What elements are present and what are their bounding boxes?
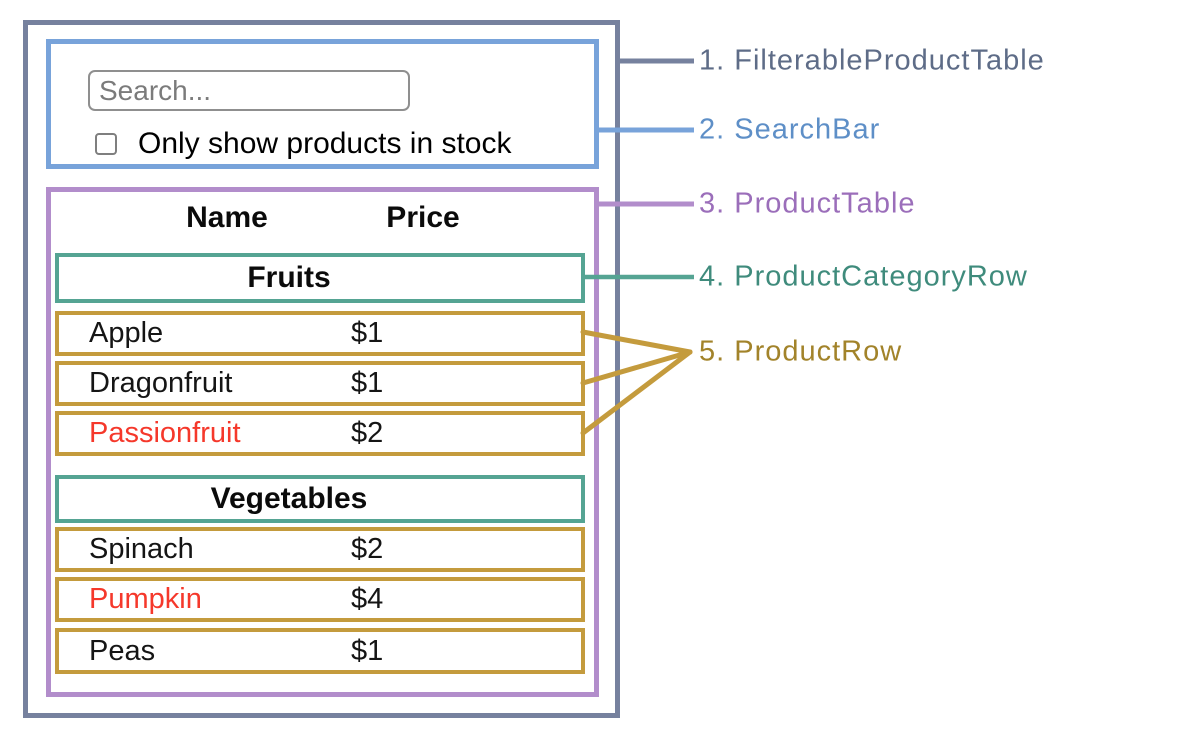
label-product-category-row: 4. ProductCategoryRow (699, 260, 1028, 293)
product-name: Apple (89, 317, 164, 349)
product-row-peas: Peas $1 (55, 628, 585, 674)
in-stock-checkbox[interactable] (95, 133, 117, 155)
label-product-table: 3. ProductTable (699, 187, 916, 220)
product-price: $1 (351, 367, 384, 399)
product-name: Spinach (89, 533, 194, 565)
product-row-pumpkin: Pumpkin $4 (55, 577, 585, 622)
column-header-name: Name (186, 201, 268, 234)
filterable-product-table-box: Only show products in stock Name Price F… (23, 20, 620, 718)
product-price: $2 (351, 417, 384, 449)
product-price: $2 (351, 533, 384, 565)
category-row-fruits: Fruits (55, 253, 585, 303)
product-name: Passionfruit (89, 417, 241, 449)
category-label: Vegetables (210, 482, 368, 515)
product-price: $1 (351, 634, 384, 667)
product-name: Pumpkin (89, 583, 202, 615)
label-search-bar: 2. SearchBar (699, 113, 881, 146)
product-row-dragonfruit: Dragonfruit $1 (55, 361, 585, 406)
product-row-passionfruit: Passionfruit $2 (55, 411, 585, 456)
search-input[interactable] (88, 70, 410, 111)
product-row-spinach: Spinach $2 (55, 527, 585, 572)
search-bar-box: Only show products in stock (46, 39, 599, 169)
product-table-box: Name Price Fruits Apple $1 Dragonfruit $… (46, 187, 599, 697)
category-label: Fruits (247, 261, 331, 294)
column-header-price: Price (386, 201, 460, 234)
product-price: $1 (351, 317, 384, 349)
in-stock-toggle[interactable]: Only show products in stock (95, 122, 512, 166)
product-name: Peas (89, 634, 156, 667)
label-product-row: 5. ProductRow (699, 335, 903, 368)
label-filterable-product-table: 1. FilterableProductTable (699, 44, 1045, 77)
category-row-vegetables: Vegetables (55, 475, 585, 523)
product-name: Dragonfruit (89, 367, 233, 399)
in-stock-label: Only show products in stock (138, 127, 512, 160)
product-row-apple: Apple $1 (55, 311, 585, 356)
product-price: $4 (351, 583, 384, 615)
